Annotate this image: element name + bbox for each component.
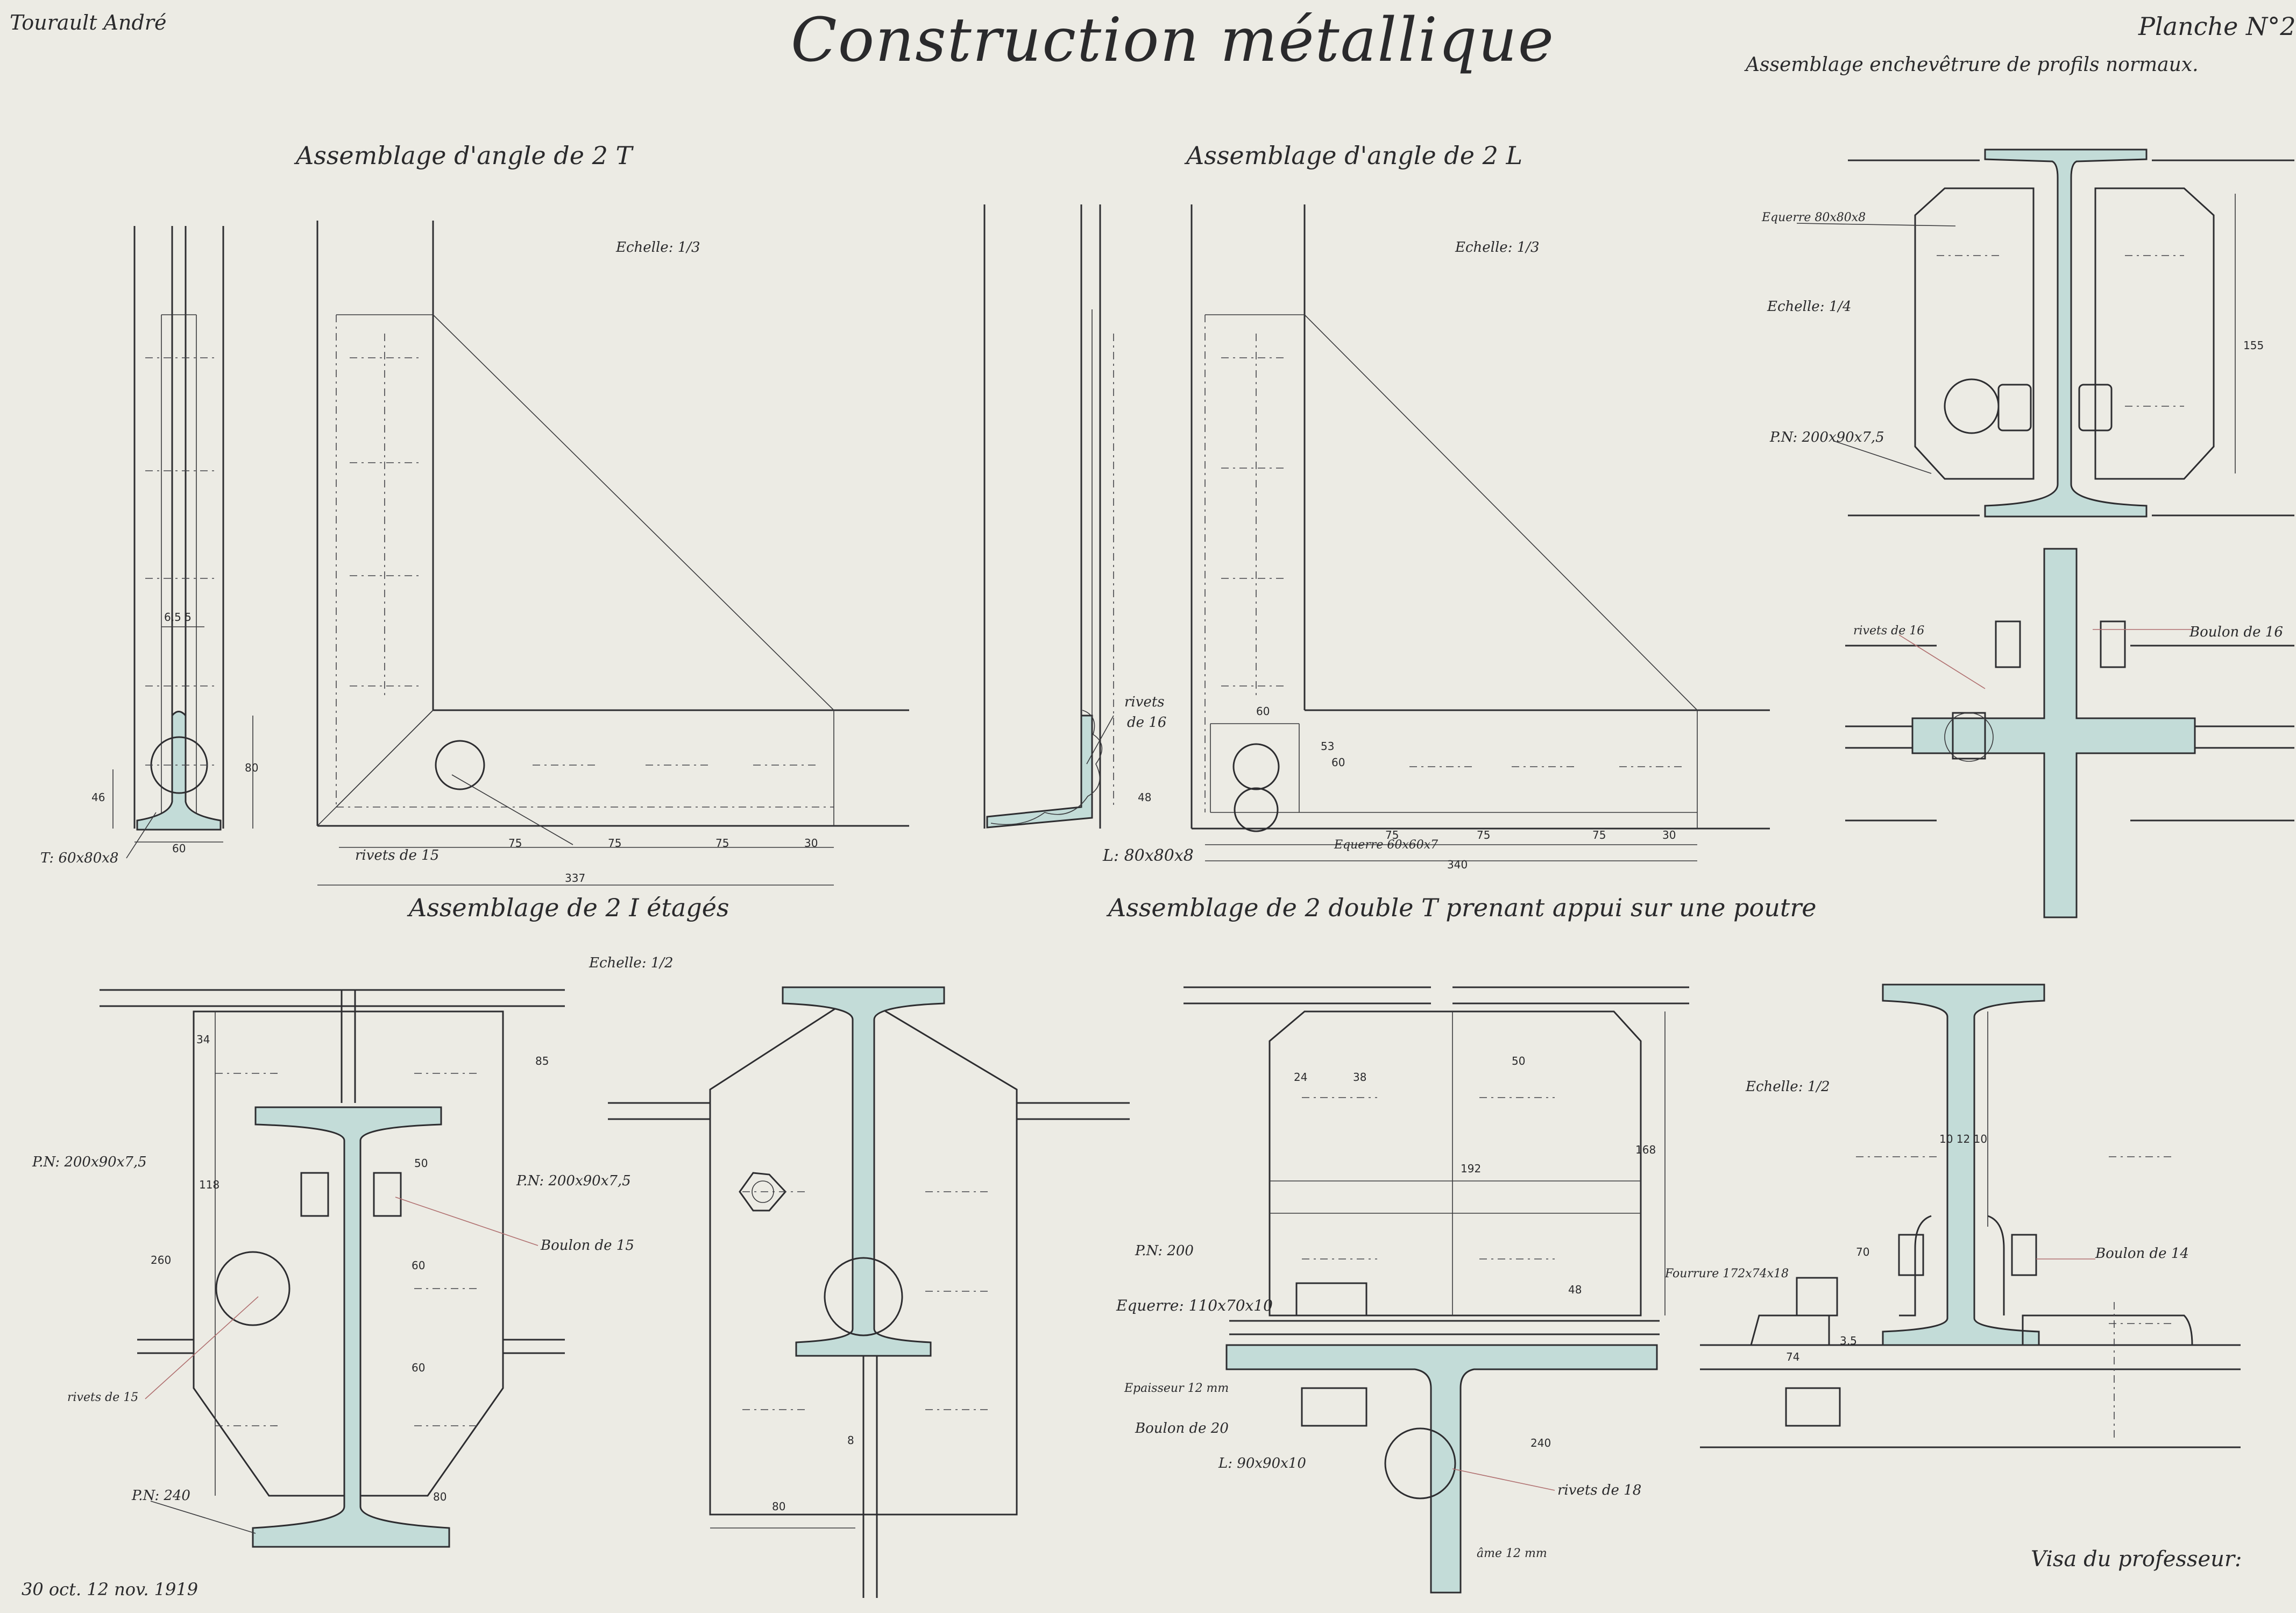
label-boulon-16: Boulon de 16 [2189,624,2283,640]
label-rivets-15-b: rivets de 15 [67,1391,139,1404]
dim-80-c: 80 [772,1500,786,1513]
dim-70: 70 [1856,1246,1870,1258]
dim-74: 74 [1786,1350,1800,1363]
dim-260: 260 [151,1254,172,1267]
label-pn-200-mid: P.N: 200x90x7,5 [516,1173,631,1189]
dim-80-b: 80 [433,1490,447,1503]
page-title: Construction métallique [791,5,1555,75]
label-pn-200-top: P.N: 200x90x7,5 [1770,429,1884,445]
dim-85: 85 [535,1055,549,1067]
dim-118: 118 [199,1178,220,1191]
dim-60-c: 60 [1331,756,1345,769]
scale-angle-2t: Echelle: 1/3 [616,239,700,256]
section-title-angle-2l: Assemblage d'angle de 2 L [1186,141,1523,170]
section-title-angle-2t: Assemblage d'angle de 2 T [296,141,633,170]
label-pn-200-left: P.N: 200x90x7,5 [32,1154,147,1170]
label-rivets-16-line2: de 16 [1127,714,1167,731]
plate-number: Planche N°2 [2138,12,2296,41]
dim-75-d: 75 [1385,829,1399,841]
label-boulon-20: Boulon de 20 [1135,1420,1229,1437]
enchevetrure-plan-view [1848,148,2294,518]
angle-2l-front-view [1190,204,1770,861]
dim-337: 337 [565,872,586,885]
section-title-etages-2i: Assemblage de 2 I étagés [409,893,729,922]
double-t-front-view [1184,986,1689,1594]
dim-60: 60 [172,842,186,855]
label-equerre-80: Equerre 80x80x8 [1762,211,1866,224]
dim-80: 80 [245,761,259,774]
dim-155: 155 [2243,339,2264,352]
dim-75-c: 75 [715,837,729,850]
label-l-profile: L: 80x80x8 [1103,846,1194,865]
drawing-date: 30 oct. 12 nov. 1919 [22,1579,199,1600]
dim-38: 38 [1353,1071,1367,1084]
dim-8: 8 [847,1434,854,1447]
scale-etages-2i: Echelle: 1/2 [589,955,674,971]
label-t-profile: T: 60x80x8 [40,850,119,866]
dim-75-b: 75 [608,837,622,850]
label-rivets-16-line1: rivets [1124,694,1165,710]
section-title-double-t: Assemblage de 2 double T prenant appui s… [1108,893,1817,922]
etages-2i-view-b [608,986,1130,1598]
dim-50: 50 [414,1157,428,1170]
label-fourrure: Fourrure 172x74x18 [1665,1267,1789,1281]
label-rivets-18: rivets de 18 [1557,1482,1642,1498]
dim-30-a: 30 [804,837,818,850]
dim-75-f: 75 [1592,829,1606,841]
scale-angle-2l: Echelle: 1/3 [1455,239,1540,256]
dim-3-5: 3,5 [1840,1334,1857,1347]
double-t-side-view [1700,984,2241,1448]
enchevetrure-section-view [1845,548,2294,918]
leader-lines [126,223,2192,1534]
dim-60-d: 60 [412,1259,426,1272]
dim-46: 46 [91,791,105,804]
label-rivets-15: rivets de 15 [355,847,440,864]
label-boulon-14: Boulon de 14 [2095,1246,2189,1262]
angle-2t-front-view [316,221,909,886]
label-boulon-15: Boulon de 15 [541,1237,634,1254]
dim-30-b: 30 [1662,829,1676,841]
dim-48: 48 [1138,791,1152,804]
label-epaisseur: Epaisseur 12 mm [1124,1382,1229,1395]
label-pn-200: P.N: 200 [1135,1243,1194,1259]
angle-2t-side-view [112,226,253,843]
dim-75-a: 75 [508,837,522,850]
dim-60-b: 60 [1256,705,1270,718]
label-rivets-16-right: rivets de 16 [1853,624,1925,638]
etages-2i-view-a [100,989,565,1548]
label-pn-240: P.N: 240 [132,1488,190,1504]
dim-48-b: 48 [1568,1283,1582,1296]
dim-75-e: 75 [1477,829,1491,841]
dim-340: 340 [1447,858,1468,871]
label-equerre-60: Equerre 60x60x7 [1334,838,1438,852]
scale-enchevetrure: Echelle: 1/4 [1767,299,1852,315]
dim-50-b: 50 [1512,1055,1526,1067]
dim-34: 34 [196,1033,210,1046]
label-ame: âme 12 mm [1477,1547,1547,1560]
dim-53: 53 [1321,740,1335,753]
plate-subtitle: Assemblage enchevêtrure de profils norma… [1746,54,2199,76]
angle-2l-side-view [983,204,1114,829]
label-equerre-110: Equerre: 110x70x10 [1116,1297,1273,1314]
dim-192: 192 [1461,1162,1482,1175]
visa-professeur: Visa du professeur: [2031,1547,2242,1572]
author-name: Tourault André [10,11,167,34]
label-l-90: L: 90x90x10 [1218,1455,1306,1471]
scale-double-t: Echelle: 1/2 [1746,1079,1830,1095]
dim-60-e: 60 [412,1361,426,1374]
dim-10-12-10: 10 12 10 [1939,1133,1988,1145]
dim-24: 24 [1294,1071,1308,1084]
dim-168: 168 [1635,1143,1656,1156]
dim-240: 240 [1530,1437,1551,1449]
dim-6-5-5: 6,5 5 [164,611,192,624]
